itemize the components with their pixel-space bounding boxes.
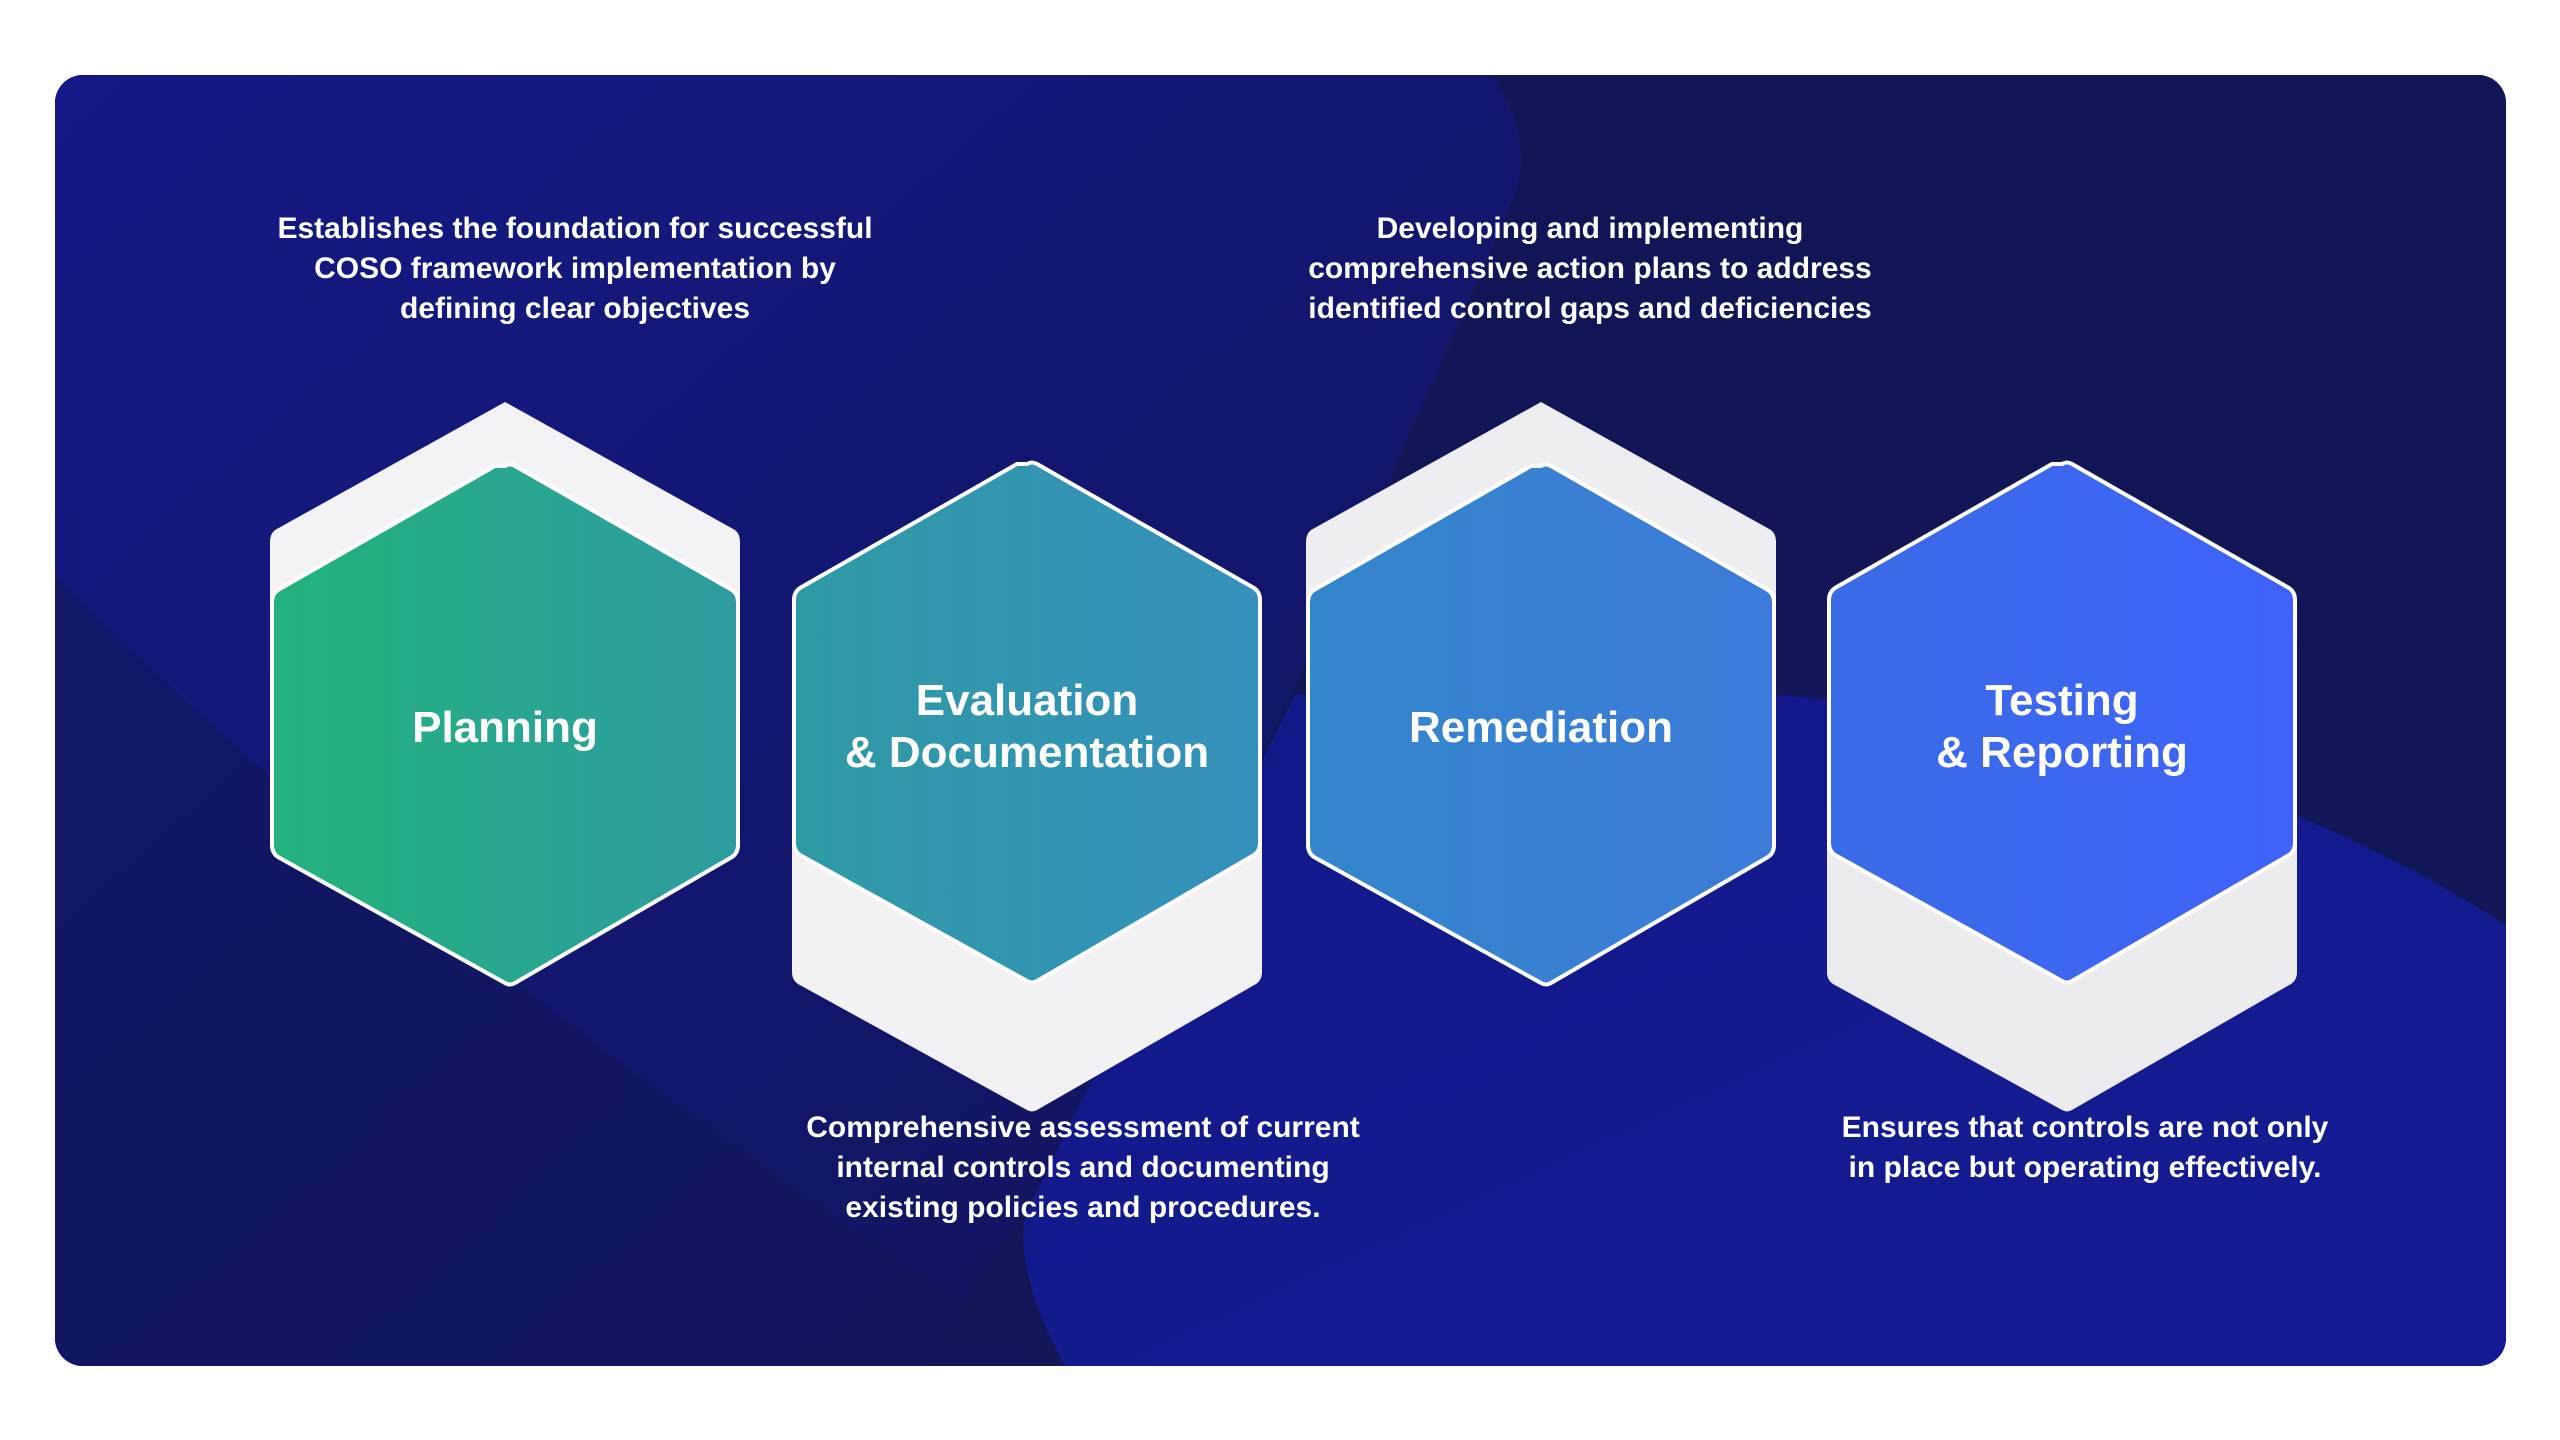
testing-description: Ensures that controls are not only in pl… bbox=[1841, 1111, 2329, 1184]
planning-hexagon-shape bbox=[270, 402, 740, 987]
evaluation-description: Comprehensive assessment of current inte… bbox=[806, 1111, 1360, 1224]
evaluation-hexagon-shape bbox=[792, 460, 1262, 1112]
hexagon-evaluation: Evaluation & Documentation bbox=[792, 460, 1262, 1122]
testing-hexagon-shape bbox=[1827, 460, 2297, 1112]
process-diagram-card: Establishes the foundation for successfu… bbox=[55, 75, 2506, 1366]
hexagon-testing: Testing & Reporting bbox=[1827, 460, 2297, 1122]
remediation-label: Remediation bbox=[1408, 703, 1674, 752]
testing-label: Testing & Reporting bbox=[1936, 676, 2188, 777]
remediation-hexagon-shape bbox=[1306, 402, 1776, 987]
planning-label: Planning bbox=[412, 703, 598, 752]
hexagon-remediation: Remediation bbox=[1306, 400, 1776, 1060]
evaluation-label: Evaluation & Documentation bbox=[844, 676, 1210, 777]
hexagon-planning: Planning bbox=[270, 400, 740, 1060]
planning-description: Establishes the foundation for successfu… bbox=[277, 212, 873, 325]
remediation-description: Developing and implementing comprehensiv… bbox=[1308, 212, 1872, 325]
